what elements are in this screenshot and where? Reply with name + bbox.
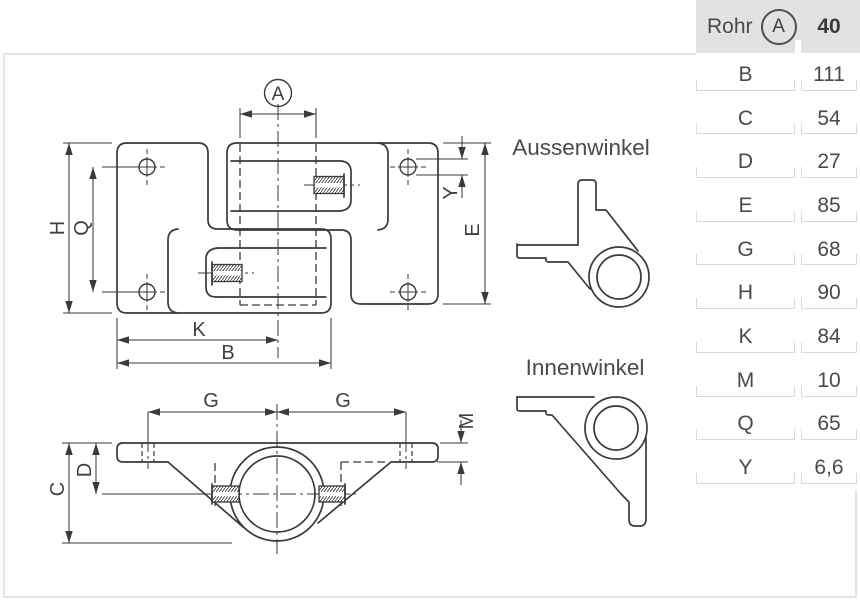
lower-clamp-hook bbox=[167, 228, 327, 314]
dim-label-g2: G bbox=[335, 390, 351, 412]
table-row: C 54 bbox=[696, 97, 860, 141]
dimension-Y: Y bbox=[416, 136, 468, 200]
row-label: K bbox=[696, 315, 795, 359]
table-row: H 90 bbox=[696, 271, 860, 315]
left-plate-outline bbox=[116, 142, 332, 314]
innenwinkel-label: Innenwinkel bbox=[526, 355, 645, 380]
clamp-screw bbox=[198, 261, 254, 286]
dimension-H: H bbox=[47, 142, 112, 314]
aussenwinkel-view: Aussenwinkel bbox=[512, 135, 650, 308]
row-value: 27 bbox=[801, 140, 857, 184]
dim-label-g1: G bbox=[203, 390, 219, 412]
dimension-M: M bbox=[437, 413, 478, 485]
row-value: 10 bbox=[801, 359, 857, 403]
row-label: D bbox=[696, 140, 795, 184]
front-view: H Q A Y E K bbox=[47, 78, 491, 369]
table-row: K 84 bbox=[696, 315, 860, 359]
table-header: Rohr A 40 bbox=[696, 0, 860, 53]
header-cell-gap bbox=[795, 40, 801, 53]
dim-label-k: K bbox=[192, 319, 206, 341]
clamp-screw bbox=[304, 173, 360, 198]
dimension-G-right: G bbox=[277, 390, 407, 438]
right-plate-outline bbox=[226, 142, 439, 305]
clamp-screw bbox=[318, 483, 346, 505]
dim-label-e: E bbox=[462, 223, 484, 236]
row-value: 68 bbox=[801, 228, 857, 272]
table-row: G 68 bbox=[696, 228, 860, 272]
dim-label-c: C bbox=[47, 482, 69, 496]
mounting-hole bbox=[390, 274, 426, 310]
innenwinkel-view: Innenwinkel bbox=[516, 355, 648, 527]
dimension-table: Rohr A 40 B 111 C 54 D 27 E 85 G 68 H 90… bbox=[696, 0, 860, 490]
table-row: D 27 bbox=[696, 140, 860, 184]
row-label: C bbox=[696, 97, 795, 141]
pipe-diameter-symbol bbox=[263, 78, 293, 108]
dim-label-q: Q bbox=[71, 220, 93, 236]
table-row: B 111 bbox=[696, 53, 860, 97]
dim-label-y: Y bbox=[440, 186, 462, 199]
dim-label-a: A bbox=[272, 84, 285, 105]
panel-border-bottom bbox=[3, 596, 857, 598]
header-label: Rohr bbox=[707, 14, 753, 38]
row-value: 84 bbox=[801, 315, 857, 359]
dimension-D: D bbox=[74, 443, 210, 495]
dimension-G-left: G bbox=[147, 390, 277, 438]
row-label: Q bbox=[696, 403, 795, 447]
dim-label-b: B bbox=[221, 342, 234, 364]
bottom-view: C D G G M bbox=[47, 390, 478, 554]
row-label: H bbox=[696, 271, 795, 315]
row-value: 54 bbox=[801, 97, 857, 141]
dimension-A: A bbox=[239, 78, 317, 138]
row-value: 65 bbox=[801, 403, 857, 447]
clamp-screw bbox=[211, 483, 240, 505]
table-row: Q 65 bbox=[696, 403, 860, 447]
base-plate-outline bbox=[116, 442, 439, 528]
diameter-symbol-letter: A bbox=[772, 15, 785, 37]
row-value: 6,6 bbox=[801, 446, 857, 490]
panel-border-top bbox=[3, 53, 696, 55]
dim-label-m: M bbox=[456, 413, 478, 430]
dimension-Q: Q bbox=[71, 166, 139, 293]
dimension-K: K bbox=[116, 318, 278, 369]
row-value: 90 bbox=[801, 271, 857, 315]
aussenwinkel-label: Aussenwinkel bbox=[512, 135, 650, 160]
table-row: M 10 bbox=[696, 359, 860, 403]
table-row: E 85 bbox=[696, 184, 860, 228]
row-label: E bbox=[696, 184, 795, 228]
row-label: G bbox=[696, 228, 795, 272]
panel-border-left bbox=[3, 53, 5, 598]
row-value: 85 bbox=[801, 184, 857, 228]
upper-clamp-hook bbox=[230, 142, 389, 231]
dim-label-d: D bbox=[74, 463, 96, 477]
mounting-hole bbox=[390, 149, 426, 185]
table-row: Y 6,6 bbox=[696, 446, 860, 490]
dimension-E: E bbox=[443, 142, 491, 305]
row-value: 111 bbox=[801, 53, 857, 97]
hidden-hole-edges bbox=[141, 443, 413, 462]
row-label: B bbox=[696, 53, 795, 97]
dimension-B: B bbox=[117, 318, 332, 369]
header-value: 40 bbox=[817, 14, 841, 38]
dim-label-h: H bbox=[47, 221, 69, 235]
dimension-C: C bbox=[47, 442, 232, 544]
diameter-symbol-icon: A bbox=[760, 8, 797, 45]
row-label: M bbox=[696, 359, 795, 403]
row-label: Y bbox=[696, 446, 795, 490]
